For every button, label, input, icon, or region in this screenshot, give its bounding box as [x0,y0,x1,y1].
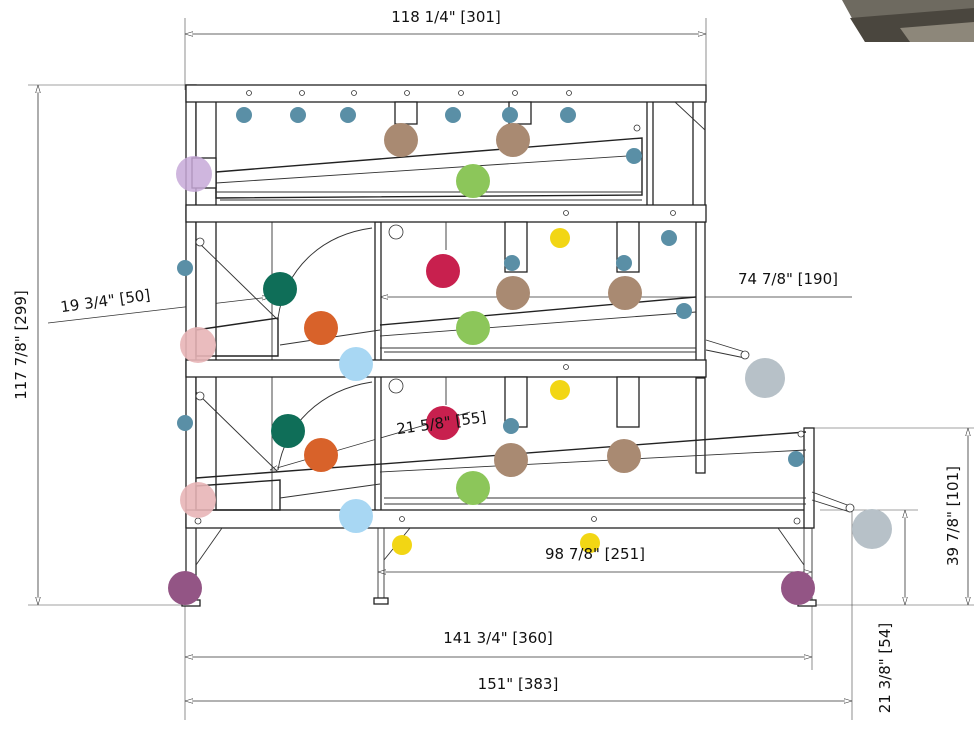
marker [607,439,641,473]
marker [456,471,490,505]
marker [852,509,892,549]
marker [426,254,460,288]
marker [236,107,252,123]
marker [560,107,576,123]
marker [788,451,804,467]
dim-foot-height: 21 3/8" [54] [876,623,894,713]
marker [503,418,519,434]
dim-top-width: 118 1/4" [301] [391,8,501,26]
marker [177,415,193,431]
marker [180,482,216,518]
marker [340,107,356,123]
marker [616,255,632,271]
marker [339,499,373,533]
marker [392,535,412,555]
marker [426,406,460,440]
marker [176,156,212,192]
dim-lower-length: 98 7/8" [251] [545,545,645,563]
marker [456,164,490,198]
marker [304,438,338,472]
marker [304,311,338,345]
dim-conveyor-length: 74 7/8" [190] [738,270,838,288]
dim-right-height: 39 7/8" [101] [944,466,962,566]
marker [550,228,570,248]
marker [496,276,530,310]
marker [494,443,528,477]
dim-side-left: 19 3/4" [50] [59,286,151,316]
marker [180,327,216,363]
marker [339,347,373,381]
marker [263,272,297,306]
dim-overall-width: 151" [383] [478,675,559,693]
marker [445,107,461,123]
marker [496,123,530,157]
marker [271,414,305,448]
marker [661,230,677,246]
machine-frame [181,84,855,607]
marker [168,571,202,605]
marker [781,571,815,605]
marker [290,107,306,123]
marker [177,260,193,276]
extension-lines [28,18,974,720]
marker [550,380,570,400]
marker [456,311,490,345]
marker [626,148,642,164]
marker [504,255,520,271]
marker [676,303,692,319]
marker [502,107,518,123]
marker [580,533,600,553]
marker [608,276,642,310]
dim-height-total: 117 7/8" [299] [12,290,30,400]
dim-base-width: 141 3/4" [360] [443,629,553,647]
marker [384,123,418,157]
color-markers [168,107,892,605]
marker [745,358,785,398]
corner-photo-thumbnail [842,0,974,42]
